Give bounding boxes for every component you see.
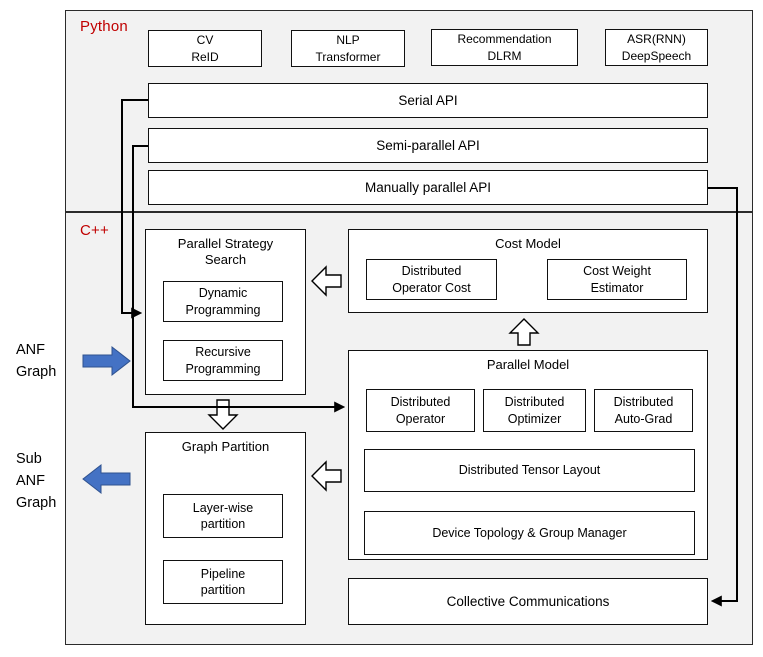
app-box-nlp-transformer-label: NLP Transformer <box>315 33 381 64</box>
python-label: Python <box>80 18 128 35</box>
app-box-asr-deepspeech-label: ASR(RNN) DeepSpeech <box>621 32 692 63</box>
semi-parallel-api-bar: Semi-parallel API <box>148 128 708 163</box>
distributed-operator-cost-label: Distributed Operator Cost <box>392 264 471 295</box>
semi-parallel-api-label: Semi-parallel API <box>376 138 480 153</box>
sub-anf-graph-label: Sub ANF Graph <box>16 451 57 511</box>
distributed-tensor-layout-box: Distributed Tensor Layout <box>364 449 695 492</box>
distributed-operator-cost-box: Distributed Operator Cost <box>366 259 497 300</box>
app-box-cv-reid: CV ReID <box>148 30 262 67</box>
distributed-operator-label: Distributed Operator <box>390 395 451 426</box>
serial-api-bar: Serial API <box>148 83 708 118</box>
pipeline-partition-box: Pipeline partition <box>163 560 283 604</box>
parallel-strategy-search-title: Parallel Strategy Search <box>177 236 274 268</box>
distributed-auto-grad-label: Distributed Auto-Grad <box>613 395 674 426</box>
device-topology-group-manager-box: Device Topology & Group Manager <box>364 511 695 555</box>
recursive-programming-box: Recursive Programming <box>163 340 283 381</box>
manually-parallel-api-label: Manually parallel API <box>364 180 492 195</box>
collective-communications-bar: Collective Communications <box>348 578 708 625</box>
parallel-model-title: Parallel Model <box>486 357 570 372</box>
distributed-optimizer-label: Distributed Optimizer <box>504 395 565 426</box>
app-box-asr-deepspeech: ASR(RNN) DeepSpeech <box>605 29 708 66</box>
app-box-nlp-transformer: NLP Transformer <box>291 30 405 67</box>
anf-graph-label: ANF Graph <box>16 342 57 380</box>
graph-partition-title: Graph Partition <box>181 439 270 454</box>
cost-model-title: Cost Model <box>495 236 561 251</box>
app-box-cv-reid-label: CV ReID <box>191 33 219 64</box>
serial-api-label: Serial API <box>398 93 458 108</box>
collective-communications-label: Collective Communications <box>446 594 610 609</box>
dynamic-programming-box: Dynamic Programming <box>163 281 283 322</box>
distributed-auto-grad-box: Distributed Auto-Grad <box>594 389 693 432</box>
recursive-programming-label: Recursive Programming <box>185 345 261 376</box>
layer-wise-partition-box: Layer-wise partition <box>163 494 283 538</box>
app-box-recommendation-dlrm-label: Recommendation DLRM <box>457 32 552 63</box>
distributed-operator-box: Distributed Operator <box>366 389 475 432</box>
cpp-label: C++ <box>80 222 109 239</box>
cost-weight-estimator-label: Cost Weight Estimator <box>583 264 651 295</box>
layer-wise-partition-label: Layer-wise partition <box>192 500 254 531</box>
app-box-recommendation-dlrm: Recommendation DLRM <box>431 29 578 66</box>
cost-weight-estimator-box: Cost Weight Estimator <box>547 259 687 300</box>
distributed-tensor-layout-label: Distributed Tensor Layout <box>458 463 601 478</box>
manually-parallel-api-bar: Manually parallel API <box>148 170 708 205</box>
distributed-optimizer-box: Distributed Optimizer <box>483 389 586 432</box>
dynamic-programming-label: Dynamic Programming <box>185 286 261 317</box>
pipeline-partition-label: Pipeline partition <box>200 566 246 597</box>
device-topology-group-manager-label: Device Topology & Group Manager <box>432 525 627 540</box>
